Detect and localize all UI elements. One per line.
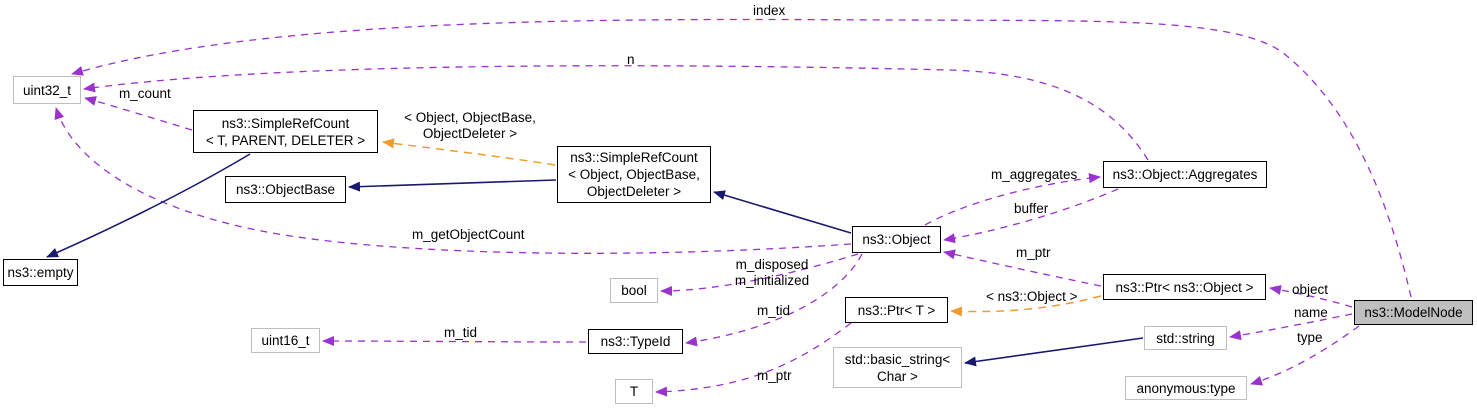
node-ptr-t[interactable]: ns3::Ptr< T > bbox=[845, 297, 948, 323]
edge-label-n: n bbox=[627, 52, 635, 67]
edge-label-name: name bbox=[1294, 305, 1328, 320]
edge-label-disposed-initialized: m_disposed m_initialized bbox=[734, 257, 810, 288]
edge-label-m-get-object-count: m_getObjectCount bbox=[412, 227, 525, 242]
node-label: ns3::ModelNode bbox=[1364, 305, 1463, 320]
node-bool: bool bbox=[610, 278, 658, 303]
node-label: ns3::empty bbox=[7, 265, 74, 280]
node-model-node: ns3::ModelNode bbox=[1354, 300, 1473, 325]
edge-mptr-ptrobject-to-object bbox=[943, 249, 1102, 287]
node-label: < Object, ObjectBase, bbox=[568, 167, 700, 182]
edge-label-m-ptr-t: m_ptr bbox=[757, 368, 792, 383]
node-label: std::string bbox=[1156, 330, 1215, 346]
node-empty[interactable]: ns3::empty bbox=[3, 259, 78, 286]
node-anonymous-type: anonymous:type bbox=[1125, 376, 1247, 400]
node-simple-ref-count-obj[interactable]: ns3::SimpleRefCount < Object, ObjectBase… bbox=[557, 146, 711, 203]
node-object-base[interactable]: ns3::ObjectBase bbox=[225, 176, 346, 203]
node-simple-ref-count-tpd[interactable]: ns3::SimpleRefCount < T, PARENT, DELETER… bbox=[193, 110, 378, 153]
node-ptr-object[interactable]: ns3::Ptr< ns3::Object > bbox=[1103, 274, 1266, 300]
edge-label-template-object-args: < Object, ObjectBase, ObjectDeleter > bbox=[404, 110, 536, 141]
node-label: bool bbox=[621, 283, 647, 298]
edge-label-m-aggregates: m_aggregates bbox=[991, 167, 1078, 182]
node-object-aggregates[interactable]: ns3::Object::Aggregates bbox=[1103, 161, 1267, 188]
node-label: uint32_t bbox=[22, 82, 72, 98]
node-label: anonymous:type bbox=[1136, 380, 1236, 396]
edge-template-simplerefcountobj-to-simplerefcounttpd bbox=[382, 138, 556, 166]
edge-label-object: object bbox=[1292, 282, 1329, 297]
edge-mtid-object-to-typeid bbox=[685, 253, 863, 347]
node-label: ObjectDeleter > bbox=[586, 184, 682, 199]
edge-buffer-aggregates-to-object bbox=[943, 188, 1119, 244]
edge-inherit-object-to-simplerefcountobj bbox=[713, 190, 852, 234]
edge-template-ptrobject-to-ptrt bbox=[950, 295, 1102, 317]
edge-n-aggregates-to-uint32 bbox=[83, 65, 1149, 161]
node-label: ns3::Object::Aggregates bbox=[1112, 167, 1258, 182]
edge-mgetobjectcount-object-to-uint32 bbox=[54, 107, 852, 254]
edge-inherit-simplerefcounttpd-to-empty bbox=[46, 153, 251, 258]
node-basic-string: std::basic_string< Char > bbox=[833, 347, 962, 388]
edge-mptr-ptrt-to-t bbox=[655, 322, 852, 397]
edge-type-modelnode-to-anonymoustype bbox=[1250, 325, 1360, 386]
edge-label-buffer: buffer bbox=[1014, 201, 1049, 216]
node-uint32-t: uint32_t bbox=[13, 76, 81, 104]
node-label: ns3::Object bbox=[862, 232, 931, 247]
edge-label-template-ptr-args: < ns3::Object > bbox=[986, 289, 1078, 304]
edge-label-type: type bbox=[1297, 330, 1323, 345]
edge-name-modelnode-to-stdstring bbox=[1229, 313, 1353, 341]
node-label: ns3::Ptr< T > bbox=[857, 302, 936, 318]
node-label: ns3::SimpleRefCount bbox=[221, 115, 350, 131]
edge-index-modelnode-to-uint32 bbox=[71, 18, 1412, 298]
edge-inherit-simplerefcountobj-to-objectbase bbox=[348, 179, 557, 192]
edge-inherit-stdstring-to-basicstring bbox=[964, 337, 1144, 367]
edge-label-m-ptr-object: m_ptr bbox=[1016, 245, 1051, 260]
edge-maggregates-object-to-aggregates bbox=[924, 173, 1101, 226]
edge-label-m-count: m_count bbox=[119, 86, 171, 101]
edge-object-modelnode-to-ptrobject bbox=[1269, 285, 1353, 308]
node-label: uint16_t bbox=[261, 333, 310, 348]
node-label: < T, PARENT, DELETER > bbox=[205, 132, 366, 148]
node-t: T bbox=[615, 379, 653, 404]
node-label: ns3::Ptr< ns3::Object > bbox=[1115, 279, 1254, 295]
node-label: ns3::SimpleRefCount bbox=[570, 150, 698, 165]
edge-label-m-tid-object: m_tid bbox=[757, 303, 791, 318]
node-type-id[interactable]: ns3::TypeId bbox=[588, 329, 683, 354]
node-label: ns3::TypeId bbox=[600, 334, 671, 349]
node-label: T bbox=[629, 384, 639, 399]
edge-mtid-typeid-to-uint16 bbox=[322, 336, 587, 347]
node-object[interactable]: ns3::Object bbox=[852, 226, 941, 253]
node-uint16-t: uint16_t bbox=[251, 328, 320, 353]
node-label: ns3::ObjectBase bbox=[235, 182, 336, 197]
edge-label-m-tid-uint16: m_tid bbox=[444, 325, 478, 340]
edge-label-index: index bbox=[753, 3, 786, 18]
node-std-string: std::string bbox=[1144, 326, 1227, 350]
edge-mcount-simplerefcount-to-uint32 bbox=[84, 96, 193, 131]
node-label: Char > bbox=[877, 368, 918, 384]
node-label: std::basic_string< bbox=[844, 351, 951, 367]
